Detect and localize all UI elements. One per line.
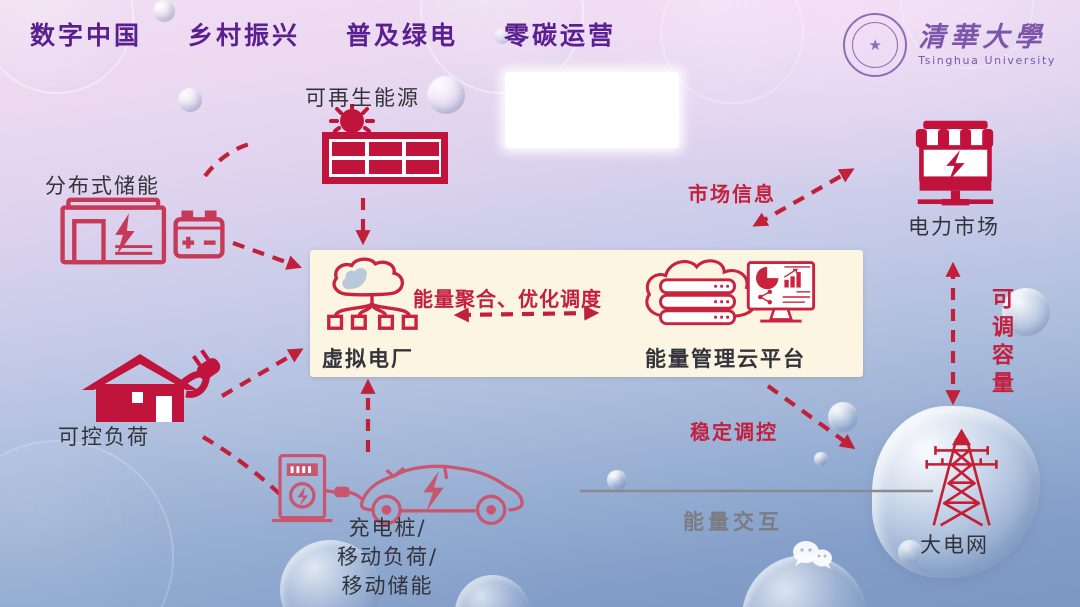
platform-label: 能量管理云平台 <box>645 347 806 371</box>
bubble <box>828 402 858 432</box>
bubble <box>814 452 828 466</box>
tsinghua-seal-icon: ★ <box>843 13 908 77</box>
energy-exchange-label: 能量交互 <box>683 510 783 534</box>
market-stall-icon <box>915 120 994 206</box>
seal-star-icon: ★ <box>852 22 899 68</box>
dash-load-ev <box>201 435 284 498</box>
tsinghua-name-zh: 清華大學 <box>918 21 1047 53</box>
stability-label: 稳定调控 <box>690 420 778 444</box>
bubble-ring <box>0 440 174 607</box>
renewable-label: 可再生能源 <box>305 86 420 110</box>
capacity-label: 可调容量 <box>988 287 1013 399</box>
wechat-icon <box>793 541 832 569</box>
slogan-green-power: 普及绿电 <box>346 21 459 50</box>
bubble <box>1002 288 1050 336</box>
bubble-ring <box>660 0 804 104</box>
ev-label-line1: 充电桩/ <box>348 516 427 540</box>
load-label: 可控负荷 <box>58 425 150 449</box>
header-slogans: 数字中国 乡村振兴 普及绿电 零碳运营 <box>30 16 616 52</box>
tsinghua-logo: ★ 清華大學 Tsinghua University <box>843 13 1056 77</box>
bubble <box>427 76 465 114</box>
solar-panel-sun-icon <box>322 104 448 184</box>
bubble <box>153 0 175 22</box>
house-plug-icon <box>82 349 221 422</box>
arrow-load-to-vpp <box>220 348 304 398</box>
ev-label: 充电桩/ 移动负荷/ 移动储能 <box>305 514 470 601</box>
tsinghua-name-en: Tsinghua University <box>918 53 1056 67</box>
arrow-storage-to-vpp <box>232 241 302 270</box>
storage-label: 分布式储能 <box>45 174 160 198</box>
slogan-zero-carbon: 零碳运营 <box>504 21 617 50</box>
vpp-label: 虚拟电厂 <box>322 347 414 371</box>
aggregation-label: 能量聚合、优化调度 <box>413 287 602 311</box>
bubble <box>494 28 510 44</box>
bubble <box>178 88 202 112</box>
slogan-rural-revitalization: 乡村振兴 <box>188 21 301 50</box>
market-label: 电力市场 <box>908 215 1000 239</box>
cloud-network-icon <box>327 257 418 330</box>
ev-label-line3: 移动储能 <box>341 573 434 598</box>
market-info-label: 市场信息 <box>688 182 776 206</box>
cloud-server-monitor-icon <box>645 259 816 326</box>
grid-label: 大电网 <box>920 533 989 557</box>
cabinet-battery-icon <box>60 197 225 265</box>
watermark-cover <box>505 72 679 148</box>
slogan-digital-china: 数字中国 <box>30 21 143 50</box>
dash-storage-renewable <box>203 140 254 178</box>
transmission-tower-icon <box>925 428 998 527</box>
bubble <box>607 470 627 490</box>
ev-label-line2: 移动负荷/ <box>336 544 439 569</box>
